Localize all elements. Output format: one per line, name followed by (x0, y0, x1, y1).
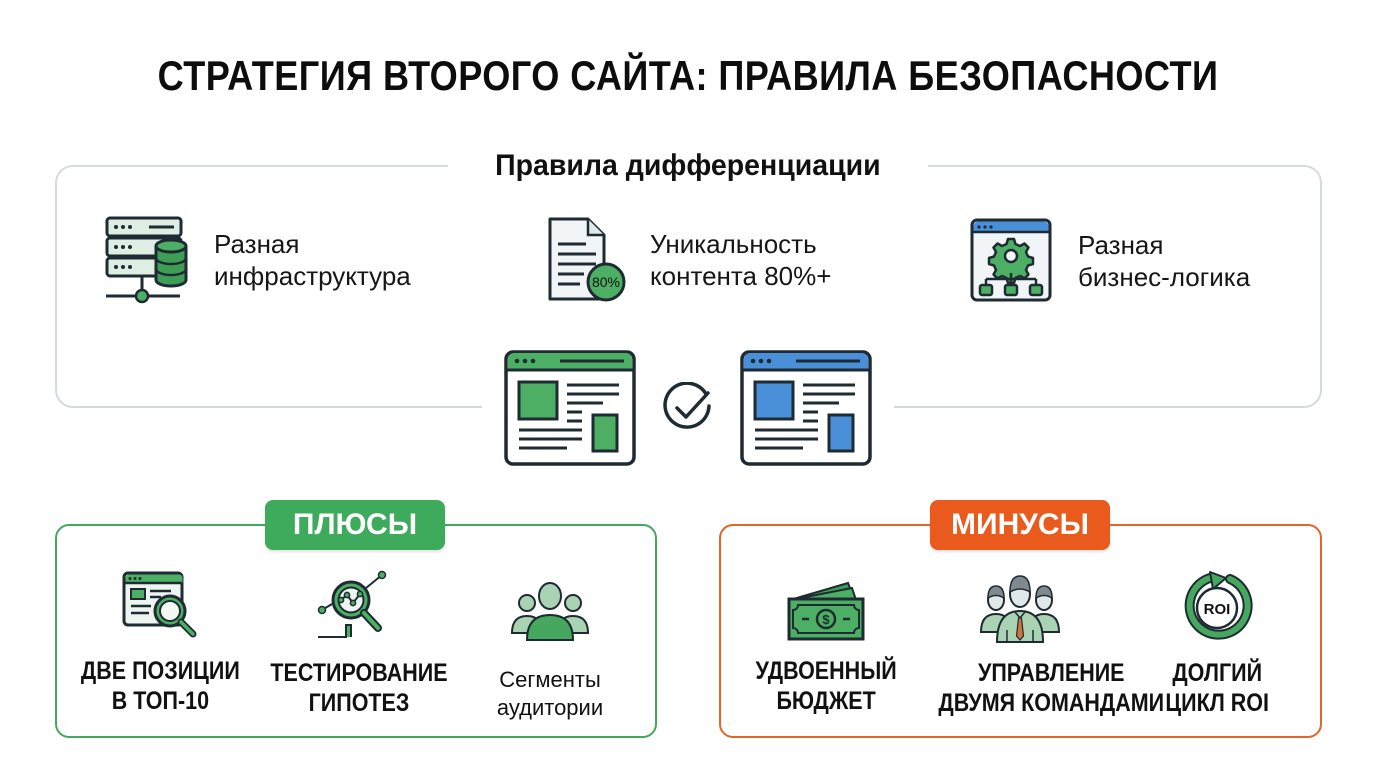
pros-item-hypothesis-label: ТЕСТИРОВАНИЕ ГИПОТЕЗ (270, 659, 448, 717)
checkmark-circle-icon (663, 382, 711, 429)
rule-business-logic-label: Разная бизнес-логика (1078, 230, 1251, 292)
svg-text:ROI: ROI (1204, 601, 1231, 618)
svg-text:80%: 80% (592, 274, 620, 290)
analytics-magnifier-icon (317, 570, 387, 638)
website-search-icon (122, 571, 197, 638)
website-blue-icon (740, 350, 872, 466)
money-bills-icon: $ (787, 581, 865, 641)
differentiation-heading: Правила дифференциации (495, 149, 881, 182)
cons-item-two-teams: УПРАВЛЕНИЕ ДВУМЯ КОМАНДАМИ (920, 570, 1164, 718)
page-title: СТРАТЕГИЯ ВТОРОГО САЙТА: ПРАВИЛА БЕЗОПАС… (157, 52, 1219, 99)
rule-infrastructure: Разная инфраструктура (104, 216, 411, 304)
pros-item-two-positions-label: ДВЕ ПОЗИЦИИ В ТОП-10 (80, 657, 240, 715)
cons-badge: МИНУСЫ (930, 500, 1110, 550)
team-management-icon (979, 575, 1061, 643)
cons-item-long-roi-label: ДОЛГИЙ ЦИКЛ ROI (1165, 659, 1269, 717)
two-sites-illustration (502, 348, 874, 468)
cons-item-long-roi: ROI ДОЛГИЙ ЦИКЛ ROI (1117, 570, 1317, 718)
pros-item-audience-segments: Сегменты аудитории (450, 570, 650, 722)
rule-content-label: Уникальность контента 80%+ (650, 229, 832, 291)
cons-item-two-teams-label: УПРАВЛЕНИЕ ДВУМЯ КОМАНДАМИ (938, 659, 1165, 717)
roi-cycle-icon: ROI (1184, 571, 1253, 640)
svg-text:$: $ (822, 612, 830, 627)
pros-item-audience-label: Сегменты аудитории (496, 667, 604, 720)
business-logic-gear-icon (970, 218, 1052, 302)
website-green-icon (504, 350, 636, 466)
server-database-icon (105, 216, 188, 304)
pros-badge: ПЛЮСЫ (265, 500, 445, 550)
rule-business-logic: Разная бизнес-логика (970, 218, 1250, 304)
audience-group-icon (510, 582, 590, 641)
cons-item-double-budget-label: УДВОЕННЫЙ БЮДЖЕТ (755, 657, 897, 715)
pros-item-two-positions: ДВЕ ПОЗИЦИИ В ТОП-10 (60, 570, 260, 716)
differentiation-heading-wrap: Правила дифференциации (448, 146, 928, 186)
rule-infrastructure-label: Разная инфраструктура (214, 229, 411, 291)
pros-item-hypothesis-testing: ТЕСТИРОВАНИЕ ГИПОТЕЗ (256, 570, 456, 718)
rule-content-uniqueness: 80% Уникальность контента 80%+ (546, 216, 831, 304)
cons-item-double-budget: $ УДВОЕННЫЙ БЮДЖЕТ (726, 570, 926, 716)
document-80-percent-icon: 80% (548, 217, 626, 302)
